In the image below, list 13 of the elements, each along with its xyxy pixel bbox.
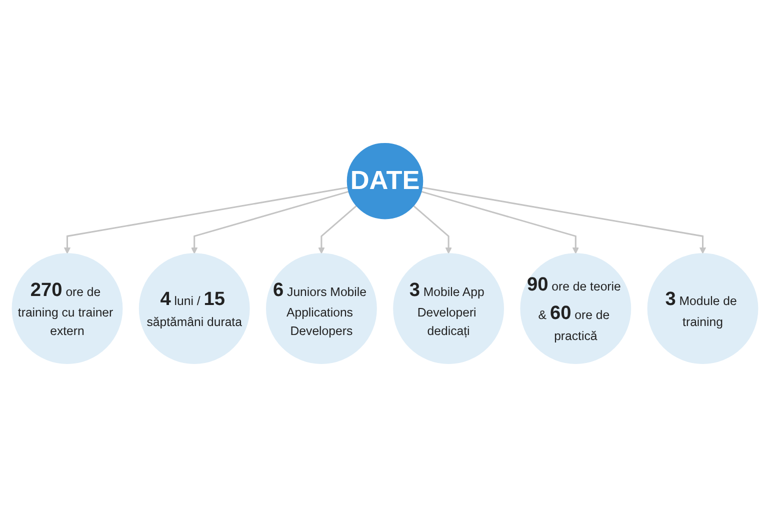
node-circle: 270 ore de training cu trainer extern — [12, 253, 123, 364]
arrow — [413, 205, 452, 254]
arrow — [421, 190, 580, 254]
node-circle: 3 Module de training — [647, 253, 758, 364]
node-circle: DATE — [346, 142, 424, 220]
arrow — [64, 186, 348, 254]
arrow — [190, 190, 349, 254]
node-circle: 4 luni / 15 săptămâni durata — [138, 253, 250, 364]
node-circle: 90 ore de teorie & 60 ore de practică — [520, 253, 632, 364]
arrow — [318, 205, 357, 254]
arrow — [422, 186, 706, 254]
node-circle: 3 Mobile App Developeri dedicați — [393, 253, 504, 364]
node-circle: 6 Juniors Mobile Applications Developers — [266, 253, 377, 364]
